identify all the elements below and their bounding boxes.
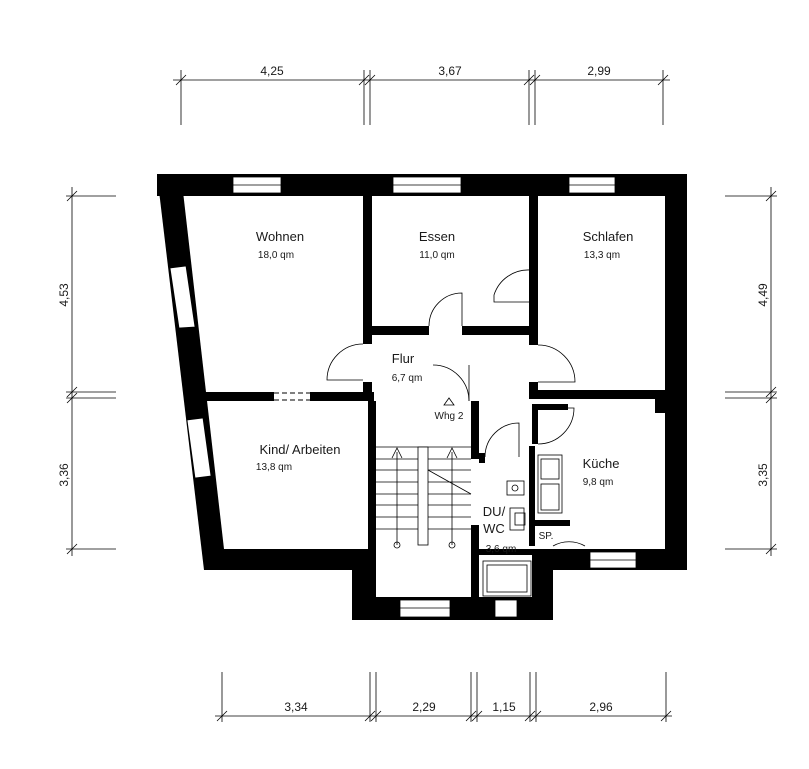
room-duwc-area: 3,6 qm [486,544,517,555]
room-wohnen-name: Wohnen [256,229,304,244]
dimension-bottom: 3,34 2,29 1,15 2,96 [215,672,672,722]
dim-bottom-4: 2,96 [589,700,613,714]
dimension-left: 4,53 3,36 [57,187,116,556]
dim-top-2: 3,67 [438,64,462,78]
sink-wc [506,480,525,496]
room-kind-area: 13,8 qm [256,462,292,473]
window-kind-side [186,417,212,479]
window-stair [399,599,451,618]
room-kueche-name: Küche [583,456,620,471]
dim-right-1: 4,49 [756,283,770,307]
dimension-right: 4,49 3,35 [725,187,777,556]
dim-top-3: 2,99 [587,64,611,78]
stairs: Whg 2 [376,397,472,549]
dim-bottom-1: 3,34 [284,700,308,714]
windows [169,176,637,618]
room-kueche-area: 9,8 qm [583,477,614,488]
dim-top-1: 4,25 [260,64,284,78]
room-schlafen-area: 13,3 qm [584,250,620,261]
room-flur-area: 6,7 qm [392,373,423,384]
room-flur-name: Flur [392,351,415,366]
dim-left-2: 3,36 [57,463,71,487]
toilet [509,507,525,531]
room-duwc-name-line1: DU/ [483,504,506,519]
room-sp-name: SP. [539,531,554,542]
stair-label: Whg 2 [435,411,464,422]
dim-bottom-3: 1,15 [492,700,516,714]
window-bath [494,599,518,618]
dimension-top: 4,25 3,67 2,99 [173,64,670,125]
shower [482,560,532,597]
window-wohnen-side [169,265,196,329]
dim-right-2: 3,35 [756,463,770,487]
room-labels: Wohnen 18,0 qm Essen 11,0 qm Schlafen 13… [256,229,633,555]
dim-left-1: 4,53 [57,283,71,307]
kitchen-sink [537,454,563,514]
room-essen-name: Essen [419,229,455,244]
room-wohnen-area: 18,0 qm [258,250,294,261]
doors [274,200,586,547]
dim-bottom-2: 2,29 [412,700,436,714]
fixtures [482,454,563,597]
room-essen-area: 11,0 qm [419,250,454,261]
room-kind-name: Kind/ Arbeiten [260,442,341,457]
room-schlafen-name: Schlafen [583,229,634,244]
room-duwc-name-line2: WC [483,521,505,536]
